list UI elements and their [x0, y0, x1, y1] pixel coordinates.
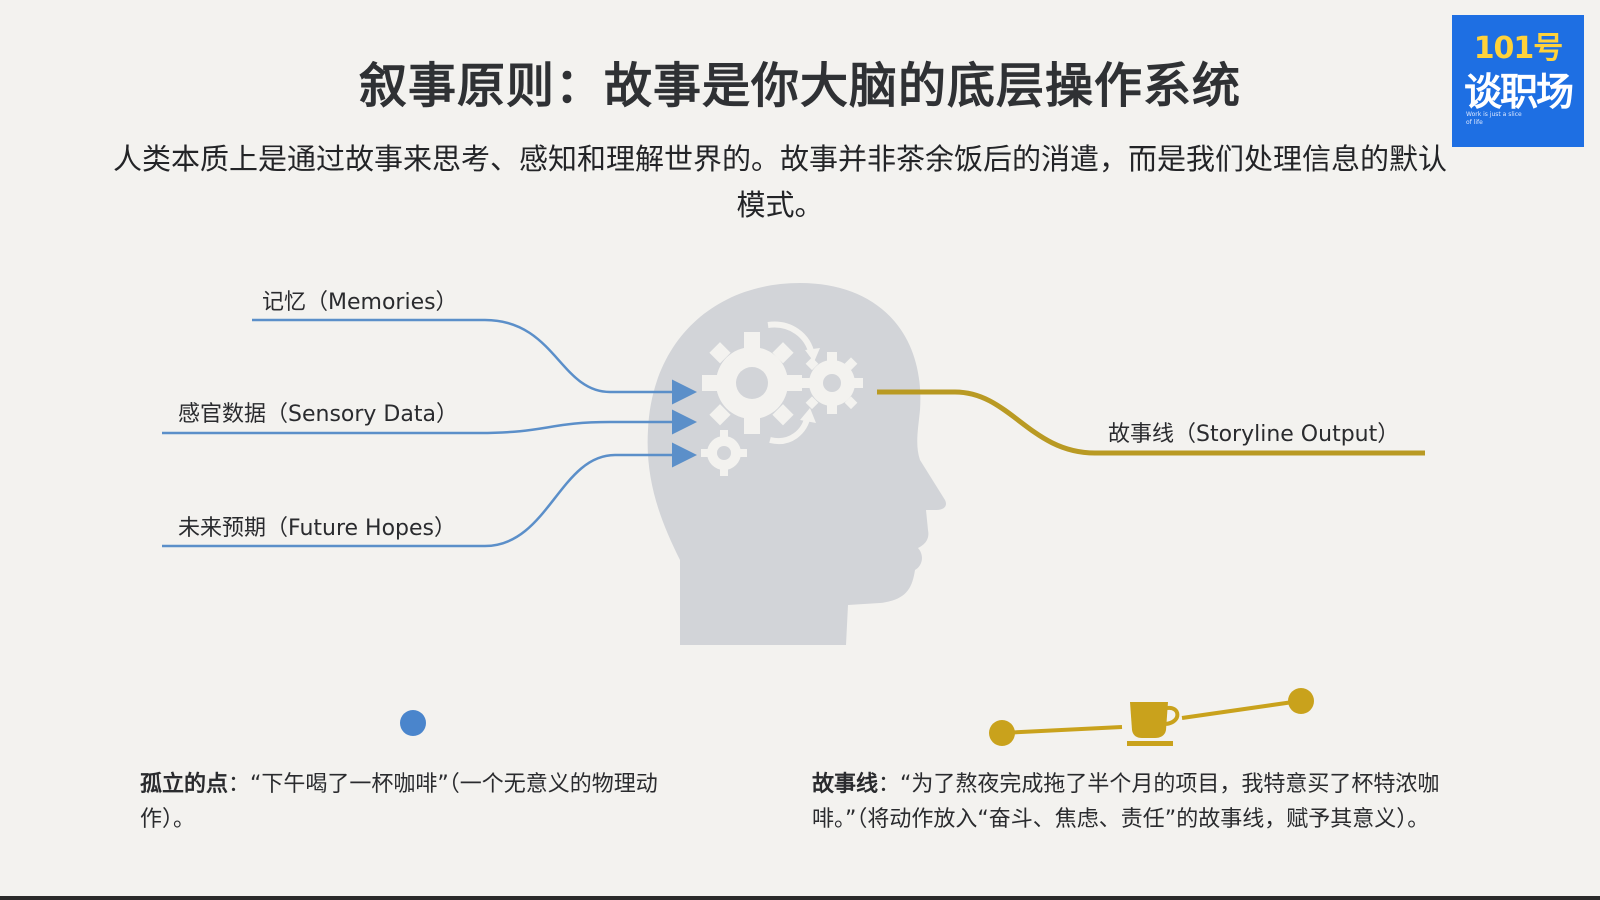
- memories-line: [252, 318, 697, 405]
- caption-isolated: 孤立的点：“下午喝了一杯咖啡”（一个无意义的物理动作）。: [140, 767, 700, 837]
- caption-isolated-text: ：“下午喝了一杯咖啡”（一个无意义的物理动作）。: [140, 772, 658, 832]
- logo-line1: 101号: [1473, 31, 1564, 66]
- label-memories: 记忆（Memories）: [262, 290, 458, 315]
- isolated-dot: [400, 710, 426, 736]
- logo-line2: 谈职场: [1463, 70, 1574, 114]
- future-line: [162, 442, 697, 548]
- storyline-output-line: [877, 389, 1425, 456]
- caption-storyline: 故事线：“为了熬夜完成拖了半个月的项目，我特意买了杯特浓咖啡。”（将动作放入“奋…: [812, 767, 1512, 837]
- caption-storyline-heading: 故事线: [812, 772, 879, 797]
- sensory-line: [162, 409, 697, 435]
- caption-isolated-heading: 孤立的点: [140, 772, 229, 797]
- head-gears-icon: [647, 283, 946, 645]
- label-sensory-data: 感官数据（Sensory Data）: [178, 402, 458, 427]
- label-storyline-output: 故事线（Storyline Output）: [1108, 422, 1400, 447]
- label-future-hopes: 未来预期（Future Hopes）: [178, 516, 457, 541]
- caption-storyline-text: ：“为了熬夜完成拖了半个月的项目，我特意买了杯特浓咖啡。”（将动作放入“奋斗、焦…: [812, 772, 1440, 832]
- slide-title: 叙事原则：故事是你大脑的底层操作系统: [358, 58, 1241, 114]
- storyline-mini-line: [989, 688, 1314, 746]
- logo-line3: Work is just a slice of life: [1466, 111, 1522, 126]
- coffee-cup-icon: [1127, 702, 1180, 746]
- slide-subtitle: 人类本质上是通过故事来思考、感知和理解世界的。故事并非茶余饭后的消遣，而是我们处…: [112, 142, 1447, 222]
- bottom-border: [0, 896, 1600, 900]
- channel-logo: 101号 谈职场 Work is just a slice of life: [1452, 15, 1584, 147]
